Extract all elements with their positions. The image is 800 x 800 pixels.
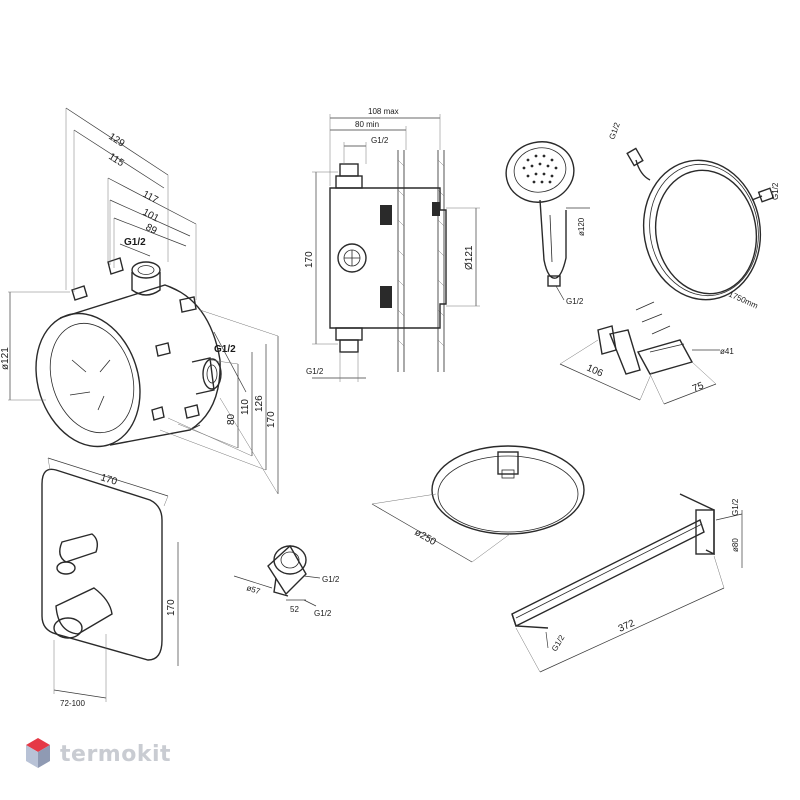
hose-drawing: G1/2 G1/2 1750mm	[607, 121, 780, 311]
dim-label: ø57	[245, 583, 261, 596]
dim-label: 72-100	[60, 699, 85, 708]
dim-label: ø120	[577, 217, 586, 236]
dim-label: 75	[691, 380, 706, 395]
logo-right-face	[38, 745, 50, 768]
dim-label: ø121	[0, 347, 11, 370]
brand-name: termokit	[60, 741, 172, 767]
dim-label: 110	[240, 399, 251, 415]
dim-label: 115	[106, 151, 126, 169]
mixer-box-drawing: 129 115 117 101 89 G1/2 G1/2 ø121 80 110…	[0, 107, 279, 495]
trim-plate-drawing: 170 170 72-100	[41, 457, 179, 708]
dim-label: G1/2	[731, 498, 740, 516]
dim-label: 126	[254, 395, 265, 412]
dim-label: Ø121	[464, 245, 475, 270]
hand-shower-drawing: ø120 G1/2	[505, 141, 590, 306]
wall-outlet-drawing: ø57 G1/2 52 G1/2	[233, 544, 340, 618]
dim-label: ø80	[731, 538, 740, 552]
brand-logo: termokit	[24, 736, 171, 772]
dim-label: 170	[99, 472, 119, 488]
dim-label: 89	[144, 222, 159, 237]
dim-label: 52	[290, 605, 299, 614]
dim-label: G1/2	[214, 344, 236, 355]
dim-label: ø41	[720, 347, 734, 356]
dim-label: G1/2	[124, 237, 146, 248]
dim-label: G1/2	[314, 609, 332, 618]
holder-drawing: 106 75 ø41	[559, 301, 734, 405]
dim-label: G1/2	[550, 633, 567, 653]
dim-label: 129	[106, 131, 126, 150]
dim-label: G1/2	[306, 367, 324, 376]
dim-label: 80 min	[355, 120, 379, 129]
dim-label: G1/2	[322, 575, 340, 584]
dim-label: G1/2	[607, 121, 622, 141]
dim-label: ø250	[413, 527, 439, 548]
dim-label: 170	[304, 251, 315, 268]
dim-label: 1750mm	[727, 290, 759, 311]
dim-label: 170	[166, 599, 177, 616]
shower-arm-drawing: 372 ø80 G1/2 G1/2	[511, 493, 743, 673]
side-section-drawing: 108 max 80 min G1/2 170 Ø121 G1/2	[304, 107, 480, 382]
dim-label: G1/2	[566, 297, 584, 306]
dim-label: 170	[266, 411, 277, 428]
head-shower-drawing: ø250	[371, 445, 585, 563]
dim-label: 80	[226, 413, 237, 425]
dim-label: 108 max	[368, 107, 399, 116]
dim-label: 106	[585, 363, 605, 380]
cube-logo-icon	[26, 738, 50, 768]
dim-label: G1/2	[771, 182, 780, 200]
dim-label: 372	[617, 618, 637, 635]
dim-label: G1/2	[371, 136, 389, 145]
logo-left-face	[26, 745, 38, 768]
